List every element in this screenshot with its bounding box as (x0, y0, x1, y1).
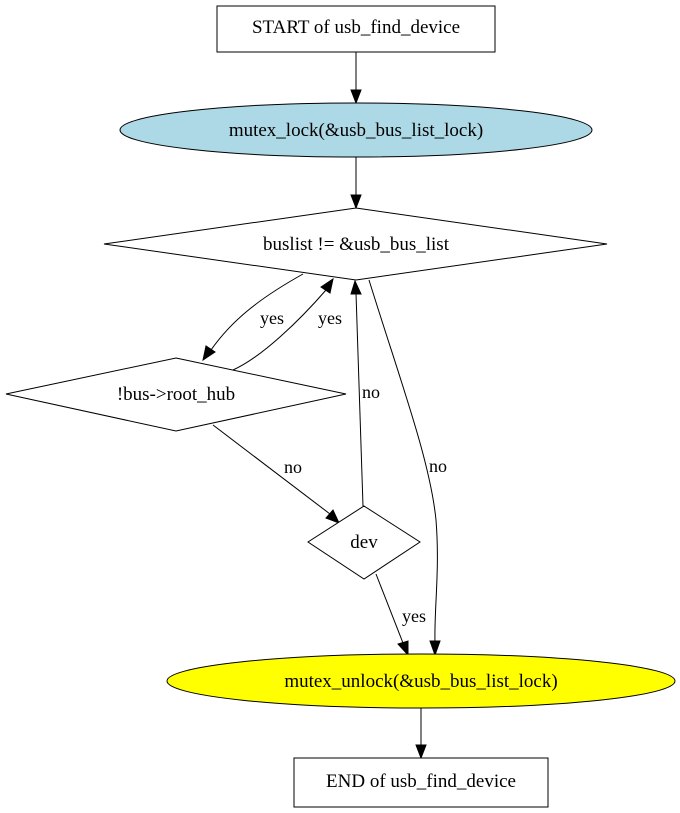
edge-label-yes: yes (318, 308, 342, 328)
edge-mutex-lock-to-buslist (350, 157, 362, 210)
node-mutex-lock-label: mutex_lock(&usb_bus_list_lock) (229, 120, 483, 141)
edge-label-no: no (284, 457, 302, 477)
edge-line (210, 273, 304, 351)
node-dev-diamond (307, 505, 421, 580)
node-buslist-label: buslist != &usb_bus_list (263, 234, 450, 255)
edge-mutex-unlock-to-end (415, 708, 427, 760)
node-root-hub: !bus->root_hub (5, 357, 347, 432)
node-start-label: START of usb_find_device (252, 17, 460, 38)
node-mutex-unlock: mutex_unlock(&usb_bus_list_lock) (166, 653, 676, 709)
arrowhead (415, 744, 427, 760)
node-mutex-lock-ellipse (119, 102, 593, 158)
node-mutex-unlock-ellipse (166, 653, 676, 709)
edge-line (212, 424, 331, 515)
arrowhead (397, 640, 409, 657)
node-start-box (216, 5, 496, 53)
arrowhead (350, 279, 362, 295)
edge-label-yes: yes (402, 606, 426, 626)
edge-root-hub-to-buslist: yes (232, 277, 342, 371)
edge-buslist-to-root-hub: yes (202, 273, 304, 362)
edge-buslist-to-mutex-unlock: no (368, 279, 447, 657)
node-end-label: END of usb_find_device (326, 771, 516, 792)
edge-start-to-mutex-lock (350, 52, 362, 105)
edge-line (355, 292, 364, 507)
node-buslist-diamond (103, 207, 608, 281)
arrowhead (202, 345, 216, 362)
node-mutex-lock: mutex_lock(&usb_bus_list_lock) (119, 102, 593, 158)
arrowhead (350, 194, 362, 210)
edge-line (368, 279, 438, 643)
node-root-hub-diamond (5, 357, 347, 432)
edge-line (375, 573, 404, 644)
arrowhead (325, 509, 340, 524)
edge-label-yes: yes (260, 308, 284, 328)
node-end: END of usb_find_device (293, 757, 549, 808)
node-dev-label: dev (350, 532, 378, 553)
edge-root-hub-to-dev: no (212, 424, 340, 524)
edge-dev-to-buslist: no (350, 279, 380, 507)
arrowhead (429, 640, 441, 657)
arrowhead (350, 89, 362, 105)
edge-label-no: no (362, 382, 380, 402)
edge-label-no: no (429, 456, 447, 476)
node-start: START of usb_find_device (216, 5, 496, 53)
node-mutex-unlock-label: mutex_unlock(&usb_bus_list_lock) (284, 671, 557, 692)
edge-dev-to-mutex-unlock: yes (375, 573, 426, 657)
node-buslist: buslist != &usb_bus_list (103, 207, 608, 281)
arrowhead (320, 277, 334, 294)
node-dev: dev (307, 505, 421, 580)
edge-line (232, 289, 327, 371)
node-root-hub-label: !bus->root_hub (117, 384, 235, 405)
node-end-box (293, 757, 549, 808)
